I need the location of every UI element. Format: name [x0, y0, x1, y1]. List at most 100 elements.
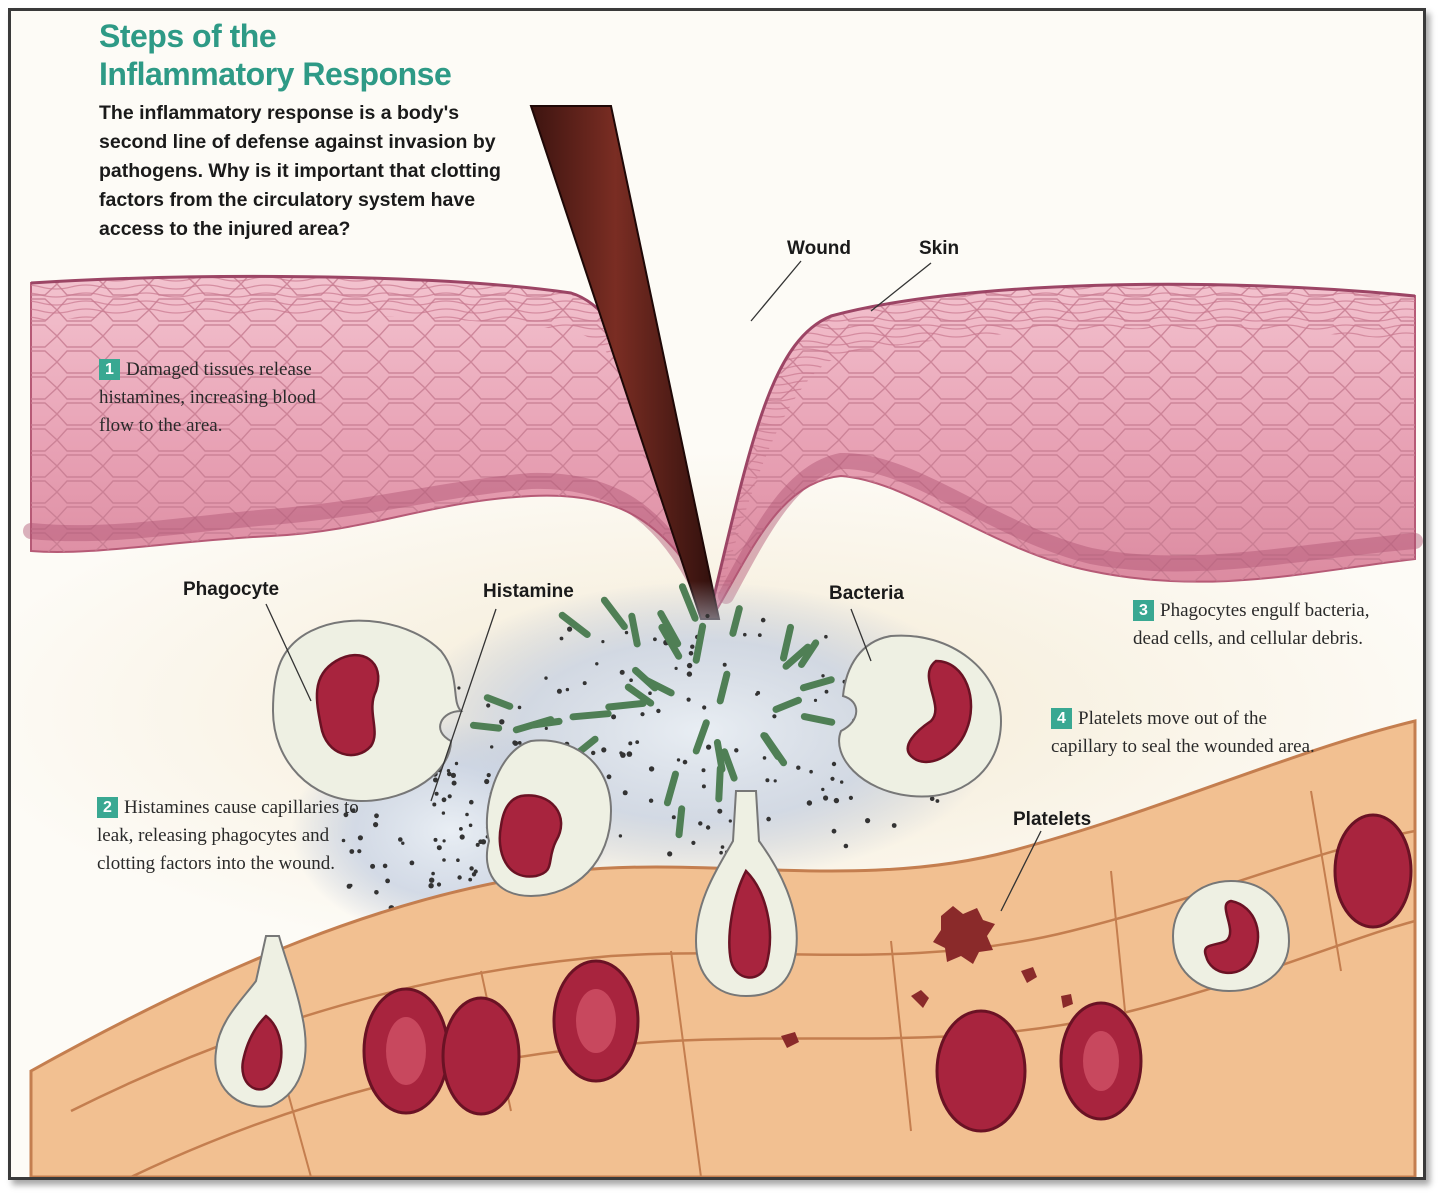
histamine-dot — [382, 863, 388, 869]
step-4-text: Platelets move out of the capillary to s… — [1051, 708, 1315, 757]
bacterium — [658, 623, 683, 660]
histamine-dot — [409, 860, 415, 866]
histamine-dot — [433, 777, 438, 783]
histamine-dot — [840, 780, 844, 784]
bacterium — [716, 670, 731, 705]
histamine-dot — [648, 766, 655, 772]
histamine-dot — [688, 651, 694, 656]
histamine-dot — [626, 751, 633, 757]
histamine-dot — [648, 798, 654, 803]
bacterium — [713, 739, 726, 773]
histamine-dot — [442, 858, 446, 862]
histamine-dot — [450, 772, 456, 779]
histamine-dot — [517, 705, 522, 710]
histamine-dot — [484, 778, 490, 785]
histamine-dot — [762, 756, 767, 760]
histamine-dot — [512, 740, 517, 745]
label-histamine: Histamine — [483, 581, 574, 602]
histamine-dot — [698, 821, 703, 826]
histamine-dot — [705, 613, 710, 619]
histamine-dot — [629, 678, 633, 682]
step-1-text: Damaged tissues release histamines, incr… — [99, 359, 316, 436]
bacterium — [800, 713, 836, 726]
histamine-dot — [454, 761, 459, 766]
step-2-text: Histamines cause capillaries to leak, re… — [97, 797, 359, 874]
histamine-dot — [671, 815, 676, 820]
histamine-dot — [468, 877, 473, 882]
histamine-dot — [374, 813, 379, 819]
platelets-clump — [781, 906, 1073, 1048]
histamine-dot — [374, 890, 379, 895]
histamine-dot — [756, 690, 761, 695]
histamine-dot — [556, 688, 562, 694]
histamine-dot — [343, 812, 349, 818]
bacterium — [663, 770, 679, 807]
inflammatory-response-illustration — [11, 105, 1423, 1177]
histamine-dot — [486, 773, 491, 778]
histamine-dot — [806, 800, 813, 806]
bacterium — [644, 677, 675, 697]
histamine-dot — [480, 839, 487, 845]
intro-text: The inflammatory response is a body's se… — [99, 102, 501, 240]
histamine-dot — [765, 778, 770, 783]
histamine-dot — [717, 808, 723, 814]
histamine-dot — [434, 791, 439, 796]
histamine-dot — [428, 883, 434, 889]
histamine-dot — [676, 758, 681, 762]
histamine-dot — [459, 827, 463, 831]
histamine-dot — [451, 780, 457, 786]
histamine-dot — [441, 797, 447, 803]
histamine-dot — [473, 869, 478, 874]
histamine-dot — [640, 712, 645, 717]
histamine-dot — [446, 769, 451, 773]
figure-frame: Steps of the Inflammatory Response The i… — [8, 8, 1426, 1180]
histamine-dot — [499, 719, 505, 725]
histamine-dot — [429, 877, 435, 883]
histamine-dot — [595, 662, 599, 666]
histamine-dot — [457, 686, 461, 690]
bacterium — [692, 622, 707, 664]
histamine-dot — [705, 825, 711, 830]
histamine-dot — [567, 626, 573, 632]
histamine-dot — [486, 703, 491, 708]
histamine-dot — [398, 837, 403, 842]
histamine-dot — [622, 790, 628, 796]
histamine-dot — [441, 811, 446, 815]
histamine-dot — [824, 634, 828, 639]
bacterium — [798, 639, 820, 668]
histamine-dot — [701, 784, 706, 789]
histamine-dot — [772, 714, 777, 719]
histamine-dot — [635, 740, 640, 744]
histamine-dot — [436, 845, 442, 851]
red-blood-cells — [362, 813, 1413, 1133]
histamine-dot — [656, 708, 661, 714]
histamine-dot — [591, 750, 596, 756]
bacterium — [529, 717, 563, 729]
bacterium — [628, 612, 641, 648]
histamine-dot — [891, 823, 897, 828]
histamine-dot — [831, 828, 837, 834]
histamine-dot — [349, 849, 355, 854]
histamine-dot — [582, 681, 587, 686]
histamine-dot — [821, 674, 825, 678]
histamine-dot — [865, 818, 871, 824]
histamine-dot — [432, 802, 437, 807]
histamine-dot — [475, 842, 480, 847]
histamine-dot — [346, 883, 352, 889]
histamine-dot — [833, 797, 840, 804]
histamine-dot — [341, 838, 346, 843]
histamine-dot — [766, 816, 771, 822]
phagocyte-cells — [214, 619, 1291, 1108]
bacterium — [657, 610, 682, 648]
histamine-dot — [720, 845, 725, 849]
histamine-dot — [702, 705, 707, 710]
bacterium — [772, 696, 802, 713]
bacterium — [782, 643, 812, 670]
histamine-dot — [601, 747, 607, 753]
bacterium — [605, 699, 647, 711]
label-wound: Wound — [787, 238, 852, 259]
histamine-dot — [809, 769, 813, 774]
histamine-dot — [624, 630, 629, 635]
histamine-dot — [385, 878, 390, 884]
